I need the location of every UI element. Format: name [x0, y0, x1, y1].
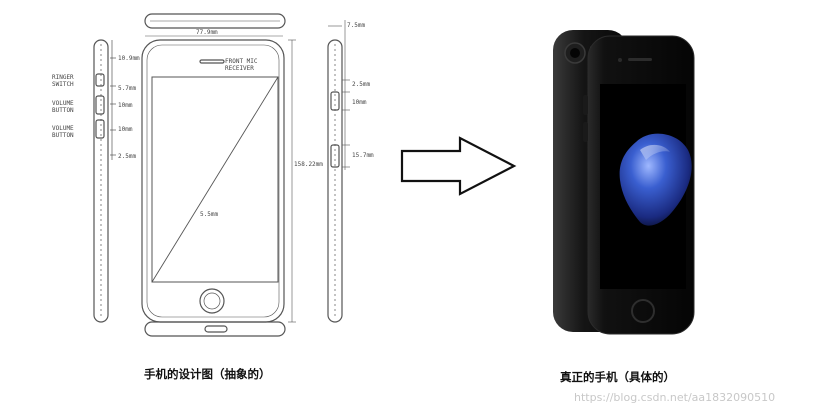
caption-real-phone: 真正的手机（具体的）: [560, 370, 675, 384]
dim-screen: 5.5mm: [200, 211, 218, 218]
dim-vol-up: 10mm: [118, 102, 133, 109]
dim-lower: 2.5mm: [118, 153, 136, 160]
top-edge-view: [144, 13, 286, 29]
label-button-up: BUTTON: [52, 107, 74, 114]
arrow-right-icon: [400, 136, 517, 196]
dim-right-mid: 10mm: [352, 99, 367, 106]
dim-thickness: 7.5mm: [347, 22, 365, 29]
phone-photo-front: [583, 35, 695, 335]
label-ringer: RINGER: [52, 74, 74, 81]
dim-side-a: 5.7mm: [118, 85, 136, 92]
label-volume-up: VOLUME: [52, 100, 74, 107]
label-receiver: RECEIVER: [225, 65, 254, 72]
front-view: [141, 35, 296, 323]
dim-right-low: 15.7mm: [352, 152, 374, 159]
dim-top-offset: 10.9mm: [118, 55, 140, 62]
dim-right-top: 2.5mm: [352, 81, 370, 88]
dim-height: 158.22mm: [294, 161, 323, 168]
caption-design-drawing: 手机的设计图（抽象的）: [144, 367, 271, 381]
water-drop-graphic: [619, 133, 692, 226]
watermark-text: https://blog.csdn.net/aa1832090510: [574, 391, 776, 404]
label-switch: SWITCH: [52, 81, 74, 88]
side-profile-right: [327, 20, 350, 323]
label-volume-down: VOLUME: [52, 125, 74, 132]
dim-vol-down: 10mm: [118, 126, 133, 133]
bottom-edge-view: [144, 321, 286, 337]
label-front-mic: FRONT MIC: [225, 58, 258, 65]
label-button-down: BUTTON: [52, 132, 74, 139]
dim-width: 77.9mm: [196, 29, 218, 36]
side-profile-left: [93, 39, 116, 323]
